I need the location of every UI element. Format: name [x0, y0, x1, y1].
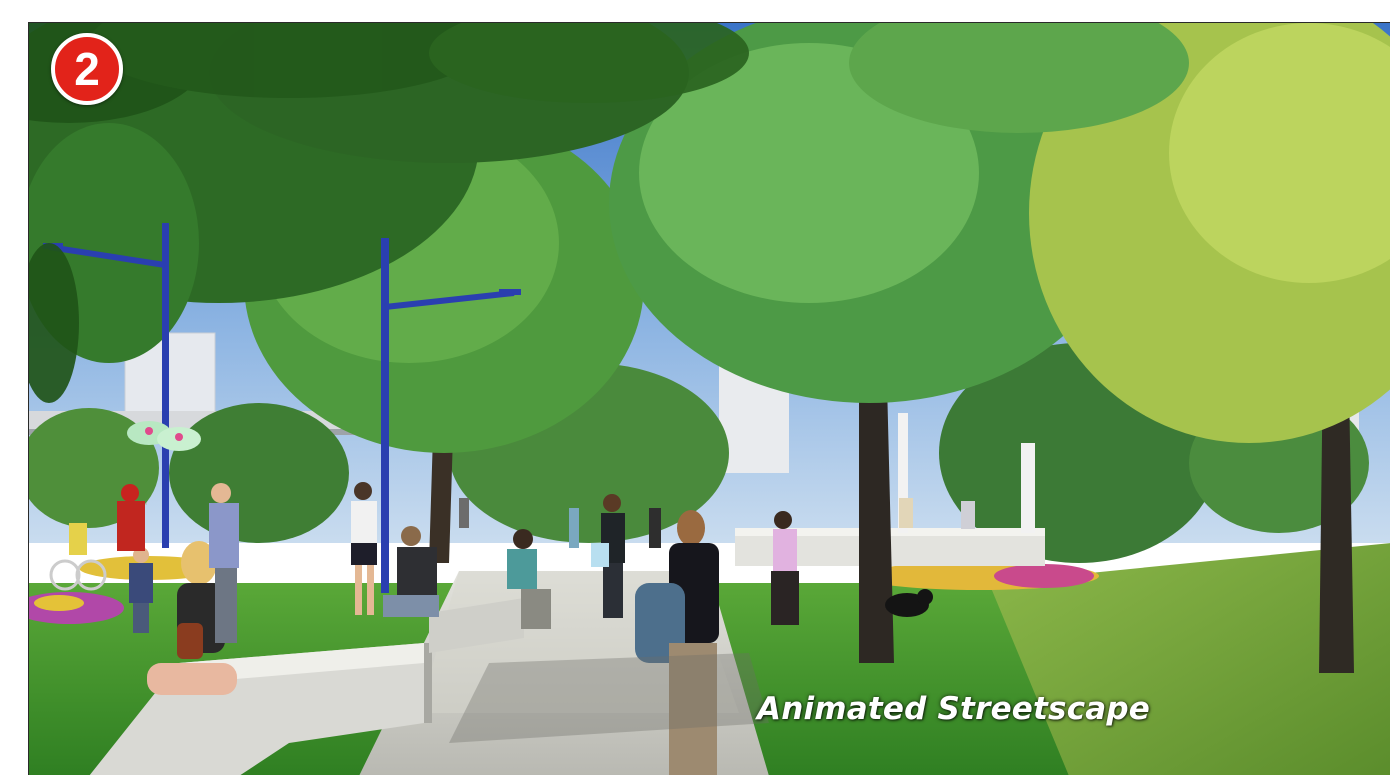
step-number-badge: 2: [51, 33, 123, 105]
people: [49, 482, 975, 775]
butterfly-sculpture: [127, 421, 201, 451]
right-meadow: [989, 543, 1390, 775]
park-streetscape-rendering: [29, 23, 1390, 775]
rendering-frame: 2 Animated Streetscape: [28, 22, 1390, 775]
path-shadows: [449, 653, 769, 743]
column: [898, 413, 908, 533]
column: [1021, 443, 1035, 533]
rendering-caption: Animated Streetscape: [757, 691, 1150, 727]
foreground-foliage: [29, 23, 749, 403]
